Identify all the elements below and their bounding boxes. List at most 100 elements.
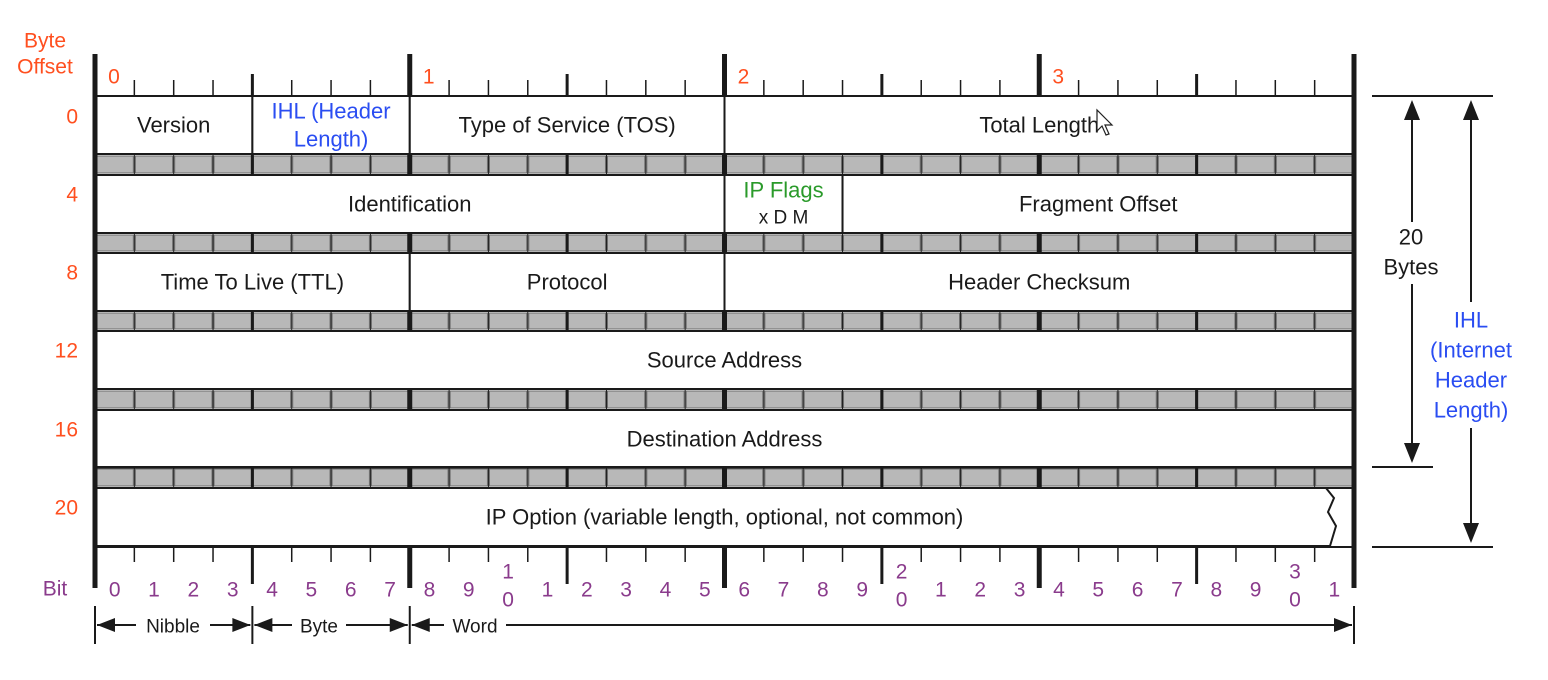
band-cell (646, 312, 685, 330)
band-cell (528, 390, 567, 409)
bit-number: 5 (306, 579, 318, 602)
band-cell (725, 312, 764, 330)
band-cell (961, 468, 1000, 487)
band-cell (292, 234, 331, 252)
nibble-label: Nibble (146, 617, 200, 638)
band-cell (1315, 312, 1354, 330)
band-cell (803, 234, 843, 252)
band-cell (1315, 155, 1354, 174)
band-cell (370, 155, 410, 174)
bit-number: 1 (935, 579, 947, 602)
band-cell (725, 155, 764, 174)
band-cell (252, 312, 292, 330)
band-cell (803, 312, 843, 330)
band-cell (764, 390, 803, 409)
band-cell (174, 390, 213, 409)
label-bg (1420, 302, 1524, 428)
band-cell (95, 312, 134, 330)
flag-bits: x D M (759, 208, 809, 229)
band-cell (803, 390, 843, 409)
band-cell (961, 234, 1000, 252)
band-cell (646, 468, 685, 487)
band-cell (567, 390, 606, 409)
band-cell (1118, 390, 1157, 409)
byte-number: 0 (108, 66, 120, 89)
bit-number: 1 (1328, 579, 1340, 602)
unit-scale: Nibble Byte Word (94, 606, 1355, 644)
bit-number: 8 (817, 579, 829, 602)
bit-number: 8 (424, 579, 436, 602)
band-cell (921, 234, 961, 252)
band-cell (174, 312, 213, 330)
band-cell (882, 390, 921, 409)
band-cell (921, 390, 961, 409)
band-cell (606, 390, 646, 409)
band-cell (292, 312, 331, 330)
band-cell (1118, 155, 1157, 174)
band-cell (921, 312, 961, 330)
band-cell (134, 234, 174, 252)
band-cell (95, 234, 134, 252)
band-cell (449, 312, 488, 330)
band-cell (1157, 234, 1197, 252)
byte-offset-label: Offset (17, 56, 73, 79)
band-cell (1157, 312, 1197, 330)
band-cell (213, 468, 252, 487)
band-cell (292, 155, 331, 174)
band-cell (1236, 234, 1275, 252)
band-cell (213, 312, 252, 330)
band-cell (213, 234, 252, 252)
band-cell (1039, 155, 1079, 174)
band-cell (646, 155, 685, 174)
band-cell (685, 468, 724, 487)
band-cell (410, 155, 449, 174)
band-cell (174, 155, 213, 174)
bit-number: 7 (778, 579, 790, 602)
band-cell (1118, 312, 1157, 330)
band-cell (1000, 390, 1039, 409)
cursor-layer (1096, 108, 1114, 136)
band-cell (1197, 312, 1236, 330)
bit-number: 1 (148, 579, 160, 602)
band-cell (1000, 312, 1039, 330)
band-cell (1000, 234, 1039, 252)
bit-label: Bit (43, 578, 68, 601)
field-label: IP Flags (743, 178, 823, 203)
field-label: Length) (294, 127, 369, 152)
bit-number: 2 (188, 579, 200, 602)
band-cell (1236, 312, 1275, 330)
field-box (94, 95, 254, 155)
band-cell (331, 155, 370, 174)
ihl-label: (Internet (1430, 338, 1512, 363)
label-bg (444, 614, 506, 638)
band-cell (252, 468, 292, 487)
field-label: Fragment Offset (1019, 192, 1178, 217)
arrow-head (1404, 443, 1420, 463)
byte-label: Byte (300, 617, 338, 638)
byte-offset: 20 (55, 497, 78, 520)
arrow-head (1404, 100, 1420, 120)
band-cell (685, 390, 724, 409)
band-cell (174, 234, 213, 252)
word-label: Word (452, 617, 497, 638)
arrow-head (389, 618, 408, 632)
band-cell (488, 234, 528, 252)
bit-number: 2 (896, 561, 908, 584)
byte-offset: 0 (66, 106, 78, 129)
band-cell (1236, 468, 1275, 487)
band-cell (1039, 234, 1079, 252)
band-cell (331, 312, 370, 330)
band-cell (764, 312, 803, 330)
band-cell (843, 155, 882, 174)
field-box (723, 174, 844, 234)
band-cell (606, 234, 646, 252)
bit-number: 1 (542, 579, 554, 602)
band-cell (449, 468, 488, 487)
twenty-bytes-label: Bytes (1383, 255, 1438, 280)
band-cell (1079, 234, 1118, 252)
bit-number: 3 (227, 579, 239, 602)
band-cell (134, 312, 174, 330)
bit-number: 5 (1092, 579, 1104, 602)
band-cell (252, 390, 292, 409)
